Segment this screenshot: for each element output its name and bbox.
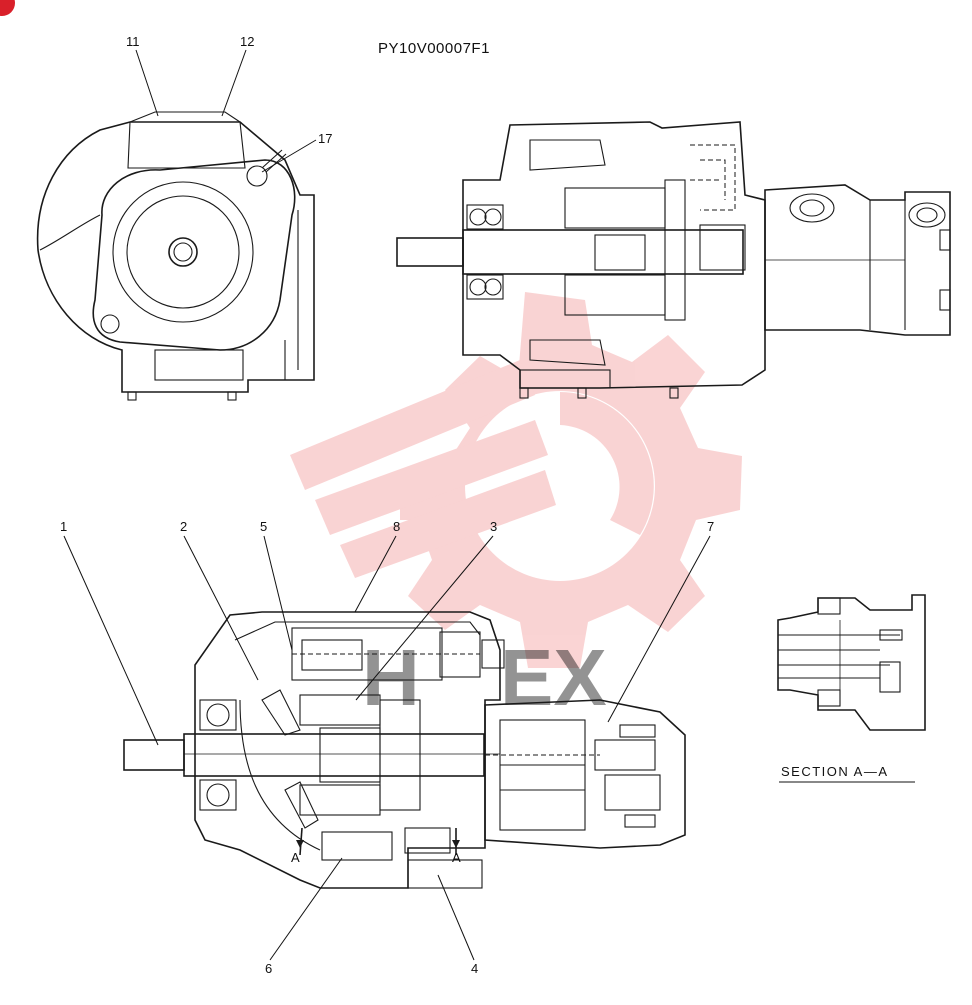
watermark-text: H (362, 633, 420, 722)
section-mark-a-right: A (452, 850, 461, 865)
front-view (36, 111, 315, 401)
callout-6: 6 (265, 961, 272, 976)
watermark-logo (290, 292, 742, 668)
drawing-code: PY10V00007F1 (378, 40, 490, 57)
section-a-a-detail (777, 594, 926, 731)
callout-8: 8 (393, 519, 400, 534)
watermark-text-ex: EX (500, 633, 607, 722)
side-section-view (396, 121, 951, 399)
callout-12: 12 (240, 34, 254, 49)
callout-5: 5 (260, 519, 267, 534)
callout-2: 2 (180, 519, 187, 534)
callout-4: 4 (471, 961, 478, 976)
callout-17: 17 (318, 131, 332, 146)
corner-badge (0, 0, 15, 16)
callout-3: 3 (490, 519, 497, 534)
callout-7: 7 (707, 519, 714, 534)
section-a-a-caption: SECTION A—A (781, 764, 889, 779)
callout-11: 11 (126, 34, 140, 49)
section-mark-a-left: A (291, 850, 300, 865)
callout-1: 1 (60, 519, 67, 534)
main-section-view (123, 611, 686, 889)
